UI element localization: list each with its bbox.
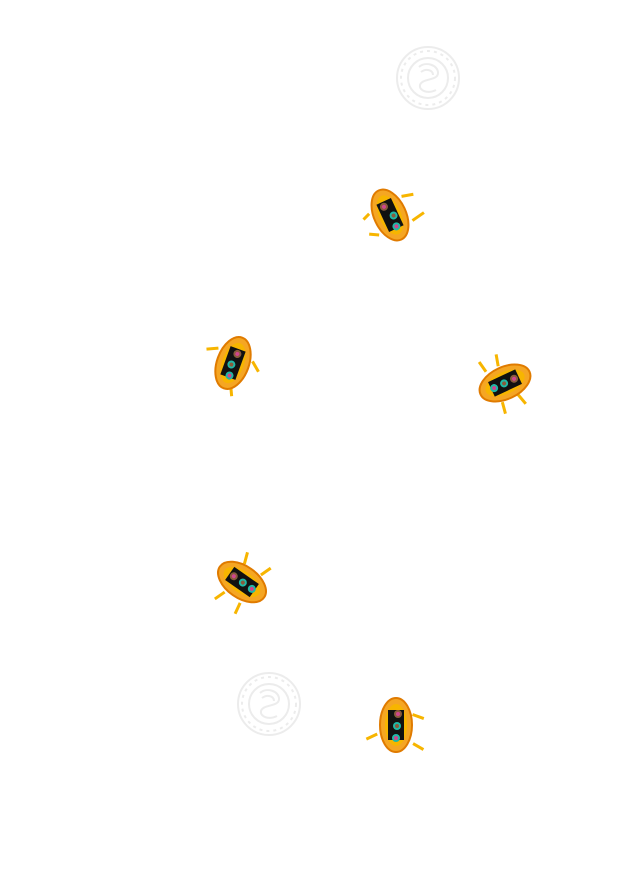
raft-icon[interactable] xyxy=(465,343,545,423)
raft-icon[interactable] xyxy=(193,323,273,403)
raft-icon[interactable] xyxy=(202,542,282,622)
raft-icon[interactable] xyxy=(350,175,430,255)
whirlpool-icon xyxy=(233,668,305,740)
whirlpool-icon xyxy=(392,42,464,114)
raft-icon[interactable] xyxy=(356,685,436,765)
